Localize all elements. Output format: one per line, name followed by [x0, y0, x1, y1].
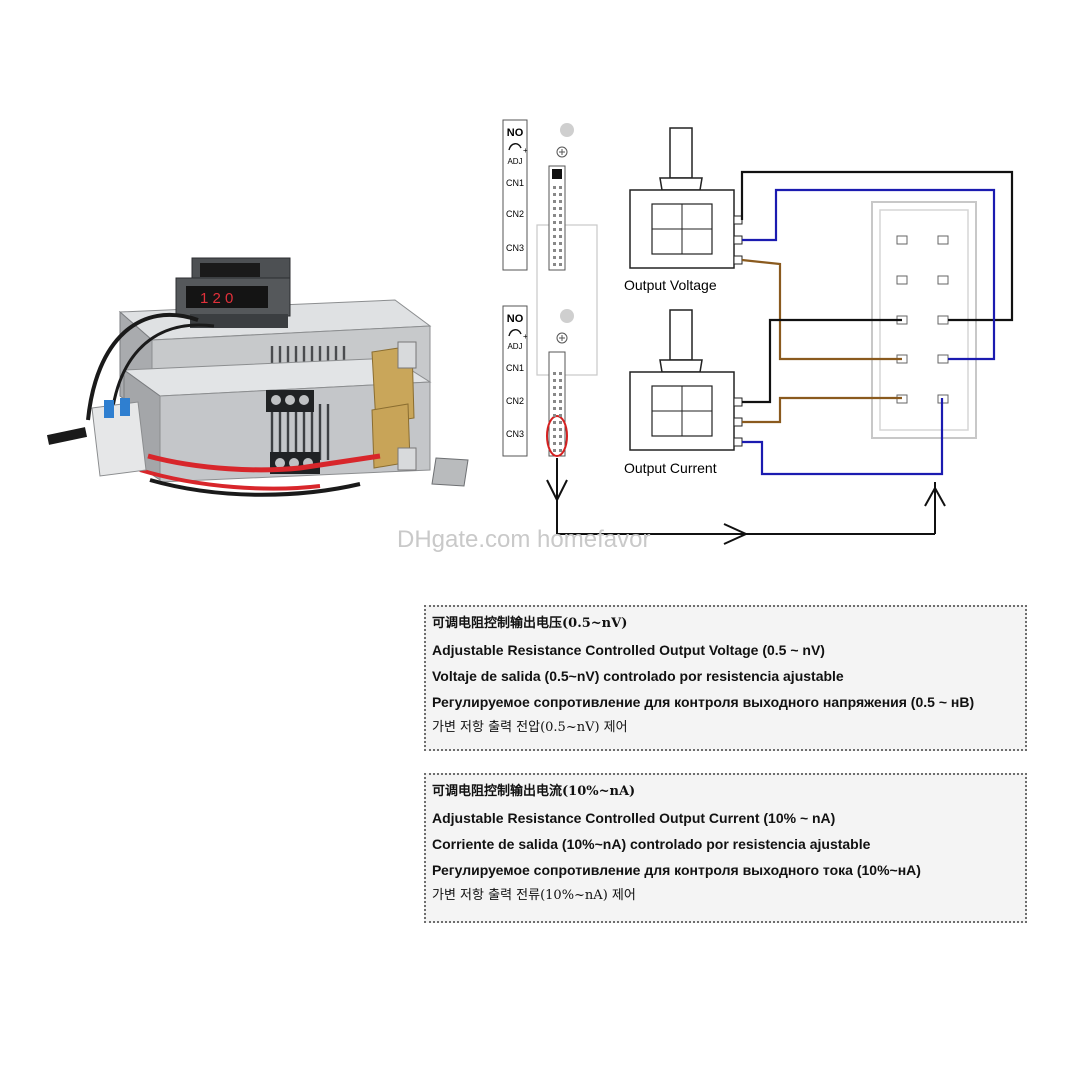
voltage-potentiometer: Output Voltage — [624, 127, 743, 293]
current-note-es: Corriente de salida (10%~nA) controlado … — [432, 836, 871, 852]
cn3-highlight — [546, 415, 568, 457]
power-supply-photo: 1 2 0 — [46, 257, 469, 497]
connector-pin — [553, 414, 556, 417]
current-note-cn: 可调电阻控制输出电流(10%~nA) — [432, 784, 636, 799]
label-adj: ADJ — [507, 342, 522, 351]
connector-pin — [559, 193, 562, 196]
label-no: NO — [507, 313, 524, 325]
connector-pin — [553, 228, 556, 231]
connector-pin — [559, 207, 562, 210]
wiring — [740, 170, 1014, 476]
svg-text:+: + — [523, 146, 528, 155]
connector-pin — [553, 407, 556, 410]
connector-pin — [553, 207, 556, 210]
current-note-ko: 가변 저항 출력 전류(10%~nA) 제어 — [432, 888, 636, 903]
watermark-text: DHgate.com homefavor — [397, 526, 651, 553]
connector-pin — [553, 186, 556, 189]
label-cn2: CN2 — [506, 396, 524, 406]
connector-pin — [559, 421, 562, 424]
pcb-column — [536, 123, 598, 457]
connector-pin — [559, 228, 562, 231]
connector-pin — [553, 372, 556, 375]
label-cn2: CN2 — [506, 209, 524, 219]
connector-pin — [553, 249, 556, 252]
connector-pin — [559, 407, 562, 410]
connector-pin — [559, 235, 562, 238]
connector-pin — [559, 242, 562, 245]
label-cn3: CN3 — [506, 429, 524, 439]
connector-pin — [553, 242, 556, 245]
connector-pin — [559, 200, 562, 203]
connector-pin — [559, 393, 562, 396]
connector-pin — [553, 393, 556, 396]
connector-pin — [553, 386, 556, 389]
connector-pin — [559, 249, 562, 252]
connector-pin — [559, 379, 562, 382]
voltage-note-ko: 가변 저항 출력 전압(0.5~nV) 제어 — [432, 720, 628, 735]
connector-pin — [559, 263, 562, 266]
connector-pin — [553, 221, 556, 224]
current-note-en: Adjustable Resistance Controlled Output … — [432, 810, 836, 826]
connector-pin — [559, 386, 562, 389]
connector-pin — [559, 442, 562, 445]
voltage-note-es: Voltaje de salida (0.5~nV) controlado po… — [432, 668, 844, 684]
connector-pin — [559, 186, 562, 189]
voltage-note-cn: 可调电阻控制输出电压(0.5~nV) — [432, 616, 628, 631]
current-note-box: 可调电阻控制输出电流(10%~nA) Adjustable Resistance… — [424, 773, 1027, 923]
connector-pin — [559, 435, 562, 438]
voltage-note-ru: Регулируемое сопротивление для контроля … — [432, 694, 975, 710]
connector-pin — [559, 221, 562, 224]
connector-pin — [553, 379, 556, 382]
svg-text:+: + — [523, 332, 528, 341]
connector-pin — [553, 428, 556, 431]
output-current-label: Output Current — [624, 460, 717, 476]
label-cn3: CN3 — [506, 243, 524, 253]
label-no: NO — [507, 127, 524, 139]
connector-strip-bottom: NO + ADJ CN1 CN2 CN3 — [502, 305, 528, 457]
connector-pin — [559, 214, 562, 217]
connector-strip-top: NO + ADJ CN1 CN2 CN3 — [502, 119, 528, 271]
connector-pin — [553, 214, 556, 217]
connector-pin — [553, 263, 556, 266]
svg-text:1 2 0: 1 2 0 — [200, 290, 233, 307]
label-cn1: CN1 — [506, 178, 524, 188]
flow-arrow — [546, 458, 946, 545]
current-potentiometer: Output Current — [624, 309, 743, 476]
connector-pin — [559, 372, 562, 375]
connector-pin — [559, 256, 562, 259]
connector-pin — [559, 414, 562, 417]
current-note-ru: Регулируемое сопротивление для контроля … — [432, 862, 921, 878]
connector-pin — [559, 428, 562, 431]
voltage-note-box: 可调电阻控制输出电压(0.5~nV) Adjustable Resistance… — [424, 605, 1027, 751]
connector-pin — [553, 421, 556, 424]
connector-pin — [553, 442, 556, 445]
voltage-note-en: Adjustable Resistance Controlled Output … — [432, 642, 825, 658]
connector-pin — [559, 400, 562, 403]
label-cn1: CN1 — [506, 363, 524, 373]
connector-pin — [553, 449, 556, 452]
connector-pin — [553, 193, 556, 196]
connector-pin — [553, 400, 556, 403]
connector-pin — [553, 200, 556, 203]
connector-pin — [559, 449, 562, 452]
connector-pin — [553, 256, 556, 259]
connector-pin — [553, 235, 556, 238]
connector-pin — [553, 435, 556, 438]
output-voltage-label: Output Voltage — [624, 277, 717, 293]
label-adj: ADJ — [507, 157, 522, 166]
